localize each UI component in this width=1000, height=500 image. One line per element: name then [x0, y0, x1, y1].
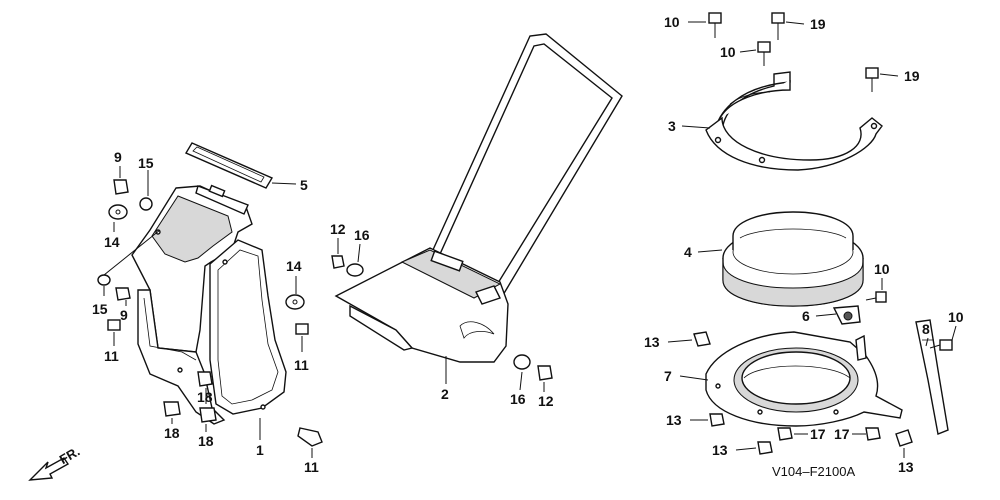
callout-11: 11	[294, 357, 309, 373]
part-8-plate	[915, 319, 949, 435]
callout-13: 13	[898, 459, 914, 475]
callout-17: 17	[834, 426, 850, 442]
diagram-code: V104–F2100A	[772, 464, 855, 479]
callout-15: 15	[138, 155, 154, 171]
screw-11b	[295, 323, 309, 335]
nut-12b	[537, 365, 553, 381]
callout-4: 4	[684, 244, 692, 260]
nut-13a	[693, 331, 711, 347]
front-direction-indicator: FR.	[28, 444, 82, 481]
bolt-10c	[865, 291, 887, 303]
bolt-9b	[115, 287, 131, 301]
callout-14: 14	[104, 234, 120, 250]
screw-11c	[297, 427, 323, 447]
bolt-10b	[757, 41, 771, 66]
callout-labels: 10 19 10 19 3 4 10 6 8 10 13 7 13 17 17 …	[92, 14, 964, 475]
callout-9: 9	[114, 149, 122, 165]
bolt-10d	[929, 339, 953, 351]
part-7-base-plate	[705, 331, 903, 427]
callout-13: 13	[712, 442, 728, 458]
callout-3: 3	[668, 118, 676, 134]
callout-13: 13	[644, 334, 660, 350]
leader-lines	[103, 21, 957, 458]
washer-15b	[97, 274, 111, 286]
nut-17b	[865, 427, 881, 441]
bolt-19a	[771, 12, 785, 40]
callout-7: 7	[664, 368, 672, 384]
part-3-ring-bracket	[705, 71, 883, 171]
callout-10: 10	[720, 44, 736, 60]
washer-14a	[108, 204, 128, 220]
part-4-gear-ring	[722, 211, 864, 307]
washer-16b	[513, 354, 531, 370]
callout-5: 5	[300, 177, 308, 193]
callout-10: 10	[948, 309, 964, 325]
callout-6: 6	[802, 308, 810, 324]
nut-13b	[709, 413, 725, 427]
nut-18b	[163, 401, 181, 417]
nut-13d	[895, 429, 913, 447]
callout-1: 1	[256, 442, 264, 458]
callout-14: 14	[286, 258, 302, 274]
callout-2: 2	[441, 386, 449, 402]
nut-12a	[331, 255, 345, 269]
part-5-band	[184, 142, 274, 189]
callout-12: 12	[330, 221, 346, 237]
callout-16: 16	[510, 391, 526, 407]
nut-17a	[777, 427, 793, 441]
callout-11: 11	[104, 348, 119, 364]
callout-12: 12	[538, 393, 554, 409]
washer-16a	[346, 263, 364, 277]
callout-19: 19	[904, 68, 920, 84]
hardware	[97, 12, 953, 455]
callout-17: 17	[810, 426, 826, 442]
part-1-chute-cover	[131, 184, 287, 425]
screw-11a	[107, 319, 121, 331]
callout-15: 15	[92, 301, 108, 317]
callout-11: 11	[304, 459, 319, 475]
callout-18: 18	[197, 389, 213, 405]
nut-13c	[757, 441, 773, 455]
bolt-9a	[113, 179, 129, 195]
callout-13: 13	[666, 412, 682, 428]
part-6-clip	[832, 305, 861, 325]
arrow-icon	[28, 457, 70, 481]
washer-14b	[285, 294, 305, 310]
callout-9: 9	[120, 307, 128, 323]
nut-18c	[199, 407, 217, 423]
callout-18: 18	[164, 425, 180, 441]
callout-10: 10	[874, 261, 890, 277]
callout-18: 18	[198, 433, 214, 449]
callout-10: 10	[664, 14, 680, 30]
callout-8: 8	[922, 321, 930, 337]
nut-18a	[197, 371, 213, 387]
part-2-chute	[334, 33, 623, 363]
callout-19: 19	[810, 16, 826, 32]
washer-15a	[139, 197, 153, 211]
bolt-10a	[708, 12, 722, 38]
callout-16: 16	[354, 227, 370, 243]
bolt-19b	[865, 67, 879, 92]
